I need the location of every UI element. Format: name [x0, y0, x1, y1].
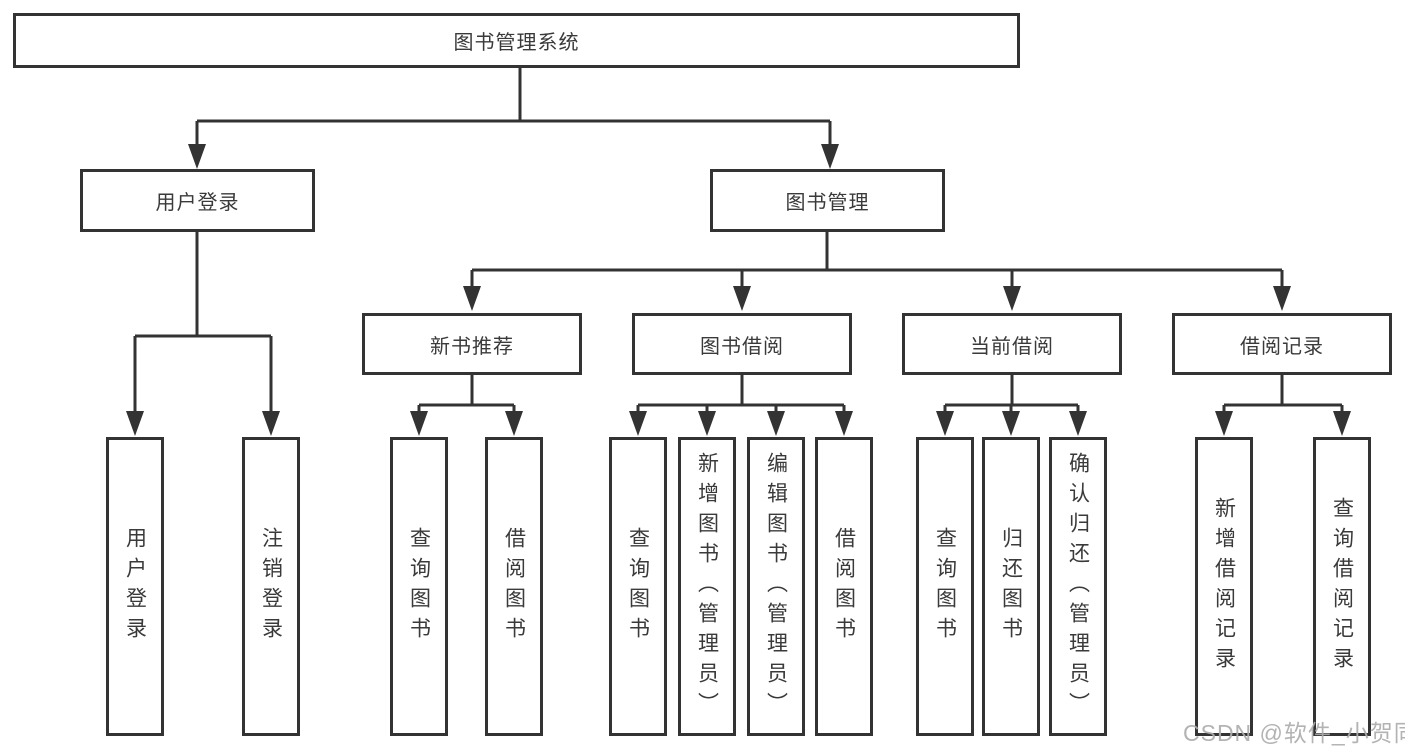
leaf-label: 查询借阅记录 — [1330, 496, 1354, 677]
leaf-label: 用户登录 — [123, 526, 147, 647]
node-user-login: 用户登录 — [80, 169, 315, 232]
node-library-management-system: 图书管理系统 — [13, 13, 1020, 68]
node-label: 用户登录 — [155, 192, 240, 214]
leaf-label: 查询图书 — [626, 526, 650, 647]
node-label: 图书管理 — [785, 192, 870, 214]
leaf-confirm-return-admin: 确认归还（管理员） — [1049, 437, 1107, 736]
node-book-borrowing: 图书借阅 — [632, 313, 852, 375]
node-new-book-recommendation: 新书推荐 — [362, 313, 582, 375]
leaf-label: 查询图书 — [407, 526, 431, 647]
leaf-label: 编辑图书（管理员） — [764, 451, 788, 722]
connector-paths — [133, 68, 1344, 416]
leaf-query-borrow-record: 查询借阅记录 — [1313, 437, 1371, 736]
leaf-label: 借阅图书 — [832, 526, 856, 647]
leaf-label: 查询图书 — [933, 526, 957, 647]
leaf-label: 确认归还（管理员） — [1066, 451, 1090, 722]
node-label: 借阅记录 — [1240, 335, 1324, 358]
leaf-label: 新增图书（管理员） — [695, 451, 719, 722]
node-label: 新书推荐 — [430, 335, 514, 358]
csdn-watermark: CSDN @软件_小贺同学 — [1183, 720, 1405, 746]
arrowheads — [126, 144, 1351, 436]
node-label: 图书管理系统 — [453, 32, 580, 54]
leaf-query-books-recommend: 查询图书 — [390, 437, 448, 736]
leaf-borrow-books-borrow: 借阅图书 — [815, 437, 873, 736]
leaf-return-book: 归还图书 — [982, 437, 1040, 736]
leaf-label: 借阅图书 — [502, 526, 526, 647]
leaf-query-books-current: 查询图书 — [916, 437, 974, 736]
leaf-query-books-borrow: 查询图书 — [609, 437, 667, 736]
leaf-label: 归还图书 — [999, 526, 1023, 647]
leaf-label: 注销登录 — [259, 526, 283, 647]
node-label: 图书借阅 — [700, 335, 784, 358]
node-current-borrowing: 当前借阅 — [902, 313, 1122, 375]
leaf-logout: 注销登录 — [242, 437, 300, 736]
leaf-add-book-admin: 新增图书（管理员） — [678, 437, 736, 736]
node-borrowing-records: 借阅记录 — [1172, 313, 1392, 375]
leaf-add-borrow-record: 新增借阅记录 — [1195, 437, 1253, 736]
node-label: 当前借阅 — [970, 335, 1054, 358]
leaf-edit-book-admin: 编辑图书（管理员） — [747, 437, 805, 736]
node-book-management: 图书管理 — [710, 169, 945, 232]
leaf-label: 新增借阅记录 — [1212, 496, 1236, 677]
leaf-user-login: 用户登录 — [106, 437, 164, 736]
leaf-borrow-books-recommend: 借阅图书 — [485, 437, 543, 736]
